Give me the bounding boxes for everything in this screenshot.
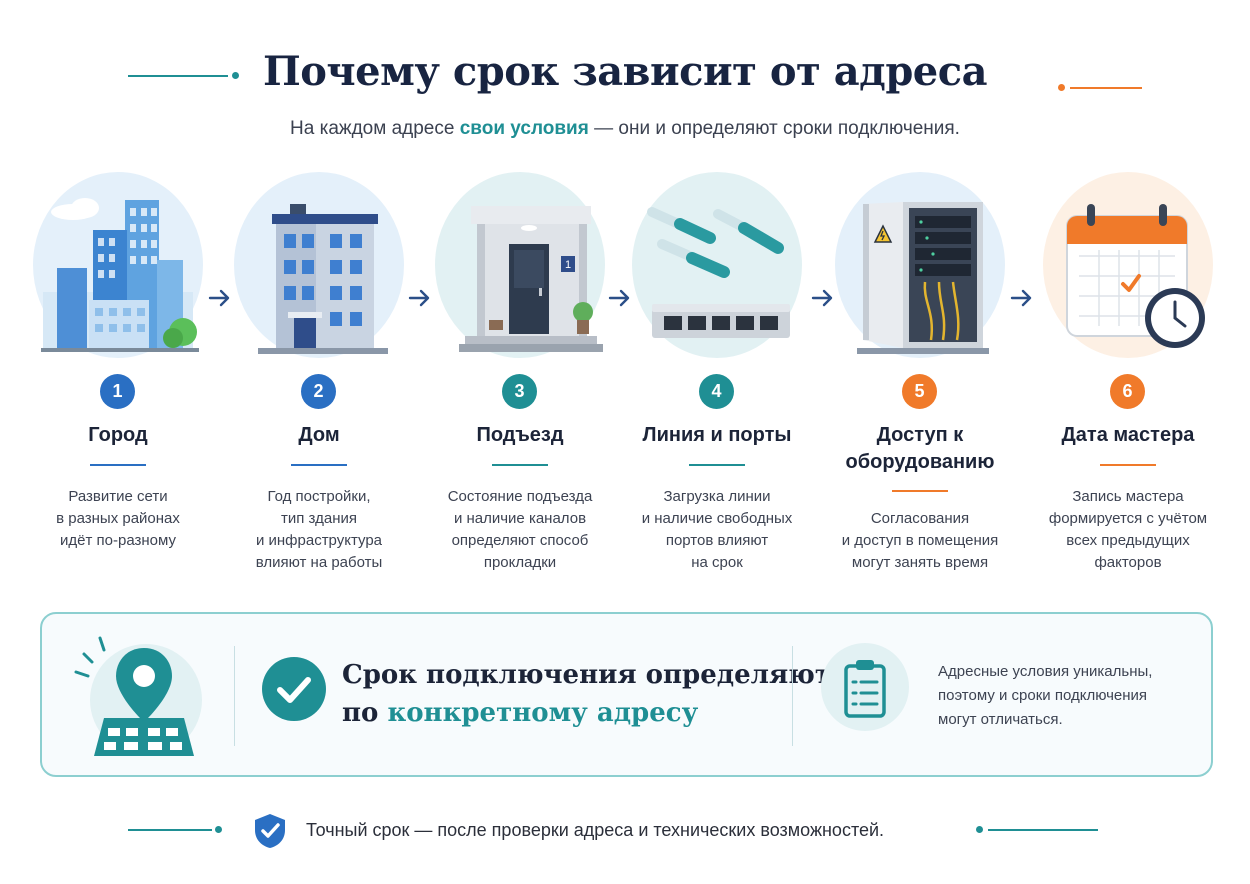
panel-divider	[792, 646, 793, 746]
network-switch-icon	[632, 172, 802, 358]
step-badge: 5	[902, 374, 937, 409]
address-location-icon	[66, 626, 206, 766]
step-description: Развитие сети в разных районах идёт по-р…	[56, 488, 180, 549]
arrow-right-icon	[1010, 287, 1034, 309]
title-right-line	[1070, 87, 1142, 89]
step-house: 2 Дом Год постройки, тип здания и инфрас…	[219, 168, 419, 588]
footer-left-dot	[215, 826, 222, 833]
check-circle-icon	[261, 656, 327, 722]
step-badge: 6	[1110, 374, 1145, 409]
footer: Точный срок — после проверки адреса и те…	[0, 812, 1250, 852]
info-main-line2: по конкретному адресу	[342, 694, 831, 732]
panel-divider	[234, 646, 235, 746]
arrow-right-icon	[608, 287, 632, 309]
title-left-dot	[232, 72, 239, 79]
step-entrance: 1 3 Подъезд Состояние подъезда и наличие…	[420, 168, 620, 588]
title-row: Почему срок зависит от адреса	[0, 48, 1250, 108]
arrow-right-icon	[408, 287, 432, 309]
step-underline	[291, 464, 347, 466]
step-badge: 2	[301, 374, 336, 409]
footer-note: Точный срок — после проверки адреса и те…	[306, 820, 885, 840]
title-left-line	[128, 75, 228, 77]
step-title: Дом	[298, 424, 340, 446]
info-main-prefix: по	[342, 698, 388, 728]
subtitle-text-start: На каждом адресе	[290, 118, 460, 139]
step-underline	[90, 464, 146, 466]
shield-check-icon	[252, 812, 288, 850]
step-underline	[892, 490, 948, 492]
step-badge: 1	[100, 374, 135, 409]
step-badge: 3	[502, 374, 537, 409]
step-title: Линия и порты	[642, 424, 792, 446]
footer-left-line	[128, 829, 212, 831]
step-title: Дата мастера	[1061, 424, 1195, 446]
calendar-icon	[1043, 172, 1213, 358]
entrance-icon: 1	[435, 172, 605, 358]
step-underline	[689, 464, 745, 466]
step-equipment-access: 5 Доступ к оборудованию Согласования и д…	[820, 168, 1020, 588]
page-subtitle: На каждом адресе свои условия — они и оп…	[0, 118, 1250, 140]
step-title: Город	[88, 424, 148, 446]
step-title: Доступ к оборудованию	[845, 424, 995, 473]
info-main-text: Срок подключения определяют по конкретно…	[342, 656, 831, 732]
city-icon	[33, 172, 203, 358]
info-side-text: Адресные условия уникальны, поэтому и ср…	[938, 663, 1153, 728]
info-main-accent: конкретному адресу	[387, 698, 699, 728]
footer-right-line	[988, 829, 1098, 831]
info-main-line1: Срок подключения определяют	[342, 660, 831, 690]
subtitle-text-end: — они и определяют сроки подключения.	[588, 118, 960, 139]
title-right-dot	[1058, 84, 1065, 91]
step-description: Состояние подъезда и наличие каналов опр…	[447, 488, 593, 571]
step-underline	[1100, 464, 1156, 466]
step-description: Согласования и доступ в помещения могут …	[841, 510, 999, 571]
arrow-right-icon	[811, 287, 835, 309]
building-icon	[234, 172, 404, 358]
step-title: Подъезд	[476, 424, 564, 446]
step-description: Загрузка линии и наличие свободных порто…	[641, 488, 793, 571]
clipboard-icon	[820, 642, 910, 732]
subtitle-highlight: свои условия	[459, 118, 589, 139]
arrow-right-icon	[208, 287, 232, 309]
svg-text:1: 1	[565, 259, 571, 271]
footer-right-dot	[976, 826, 983, 833]
step-underline	[492, 464, 548, 466]
step-city: 1 Город Развитие сети в разных районах и…	[18, 168, 218, 588]
page-title: Почему срок зависит от адреса	[262, 48, 988, 95]
step-description: Год постройки, тип здания и инфраструкту…	[255, 488, 383, 571]
equipment-cabinet-icon	[835, 172, 1005, 358]
step-technician-date: 6 Дата мастера Запись мастера формируетс…	[1028, 168, 1228, 588]
step-description: Запись мастера формируется с учётом всех…	[1048, 488, 1208, 571]
step-line-ports: 4 Линия и порты Загрузка линии и наличие…	[617, 168, 817, 588]
info-panel: Срок подключения определяют по конкретно…	[40, 612, 1213, 777]
step-badge: 4	[699, 374, 734, 409]
